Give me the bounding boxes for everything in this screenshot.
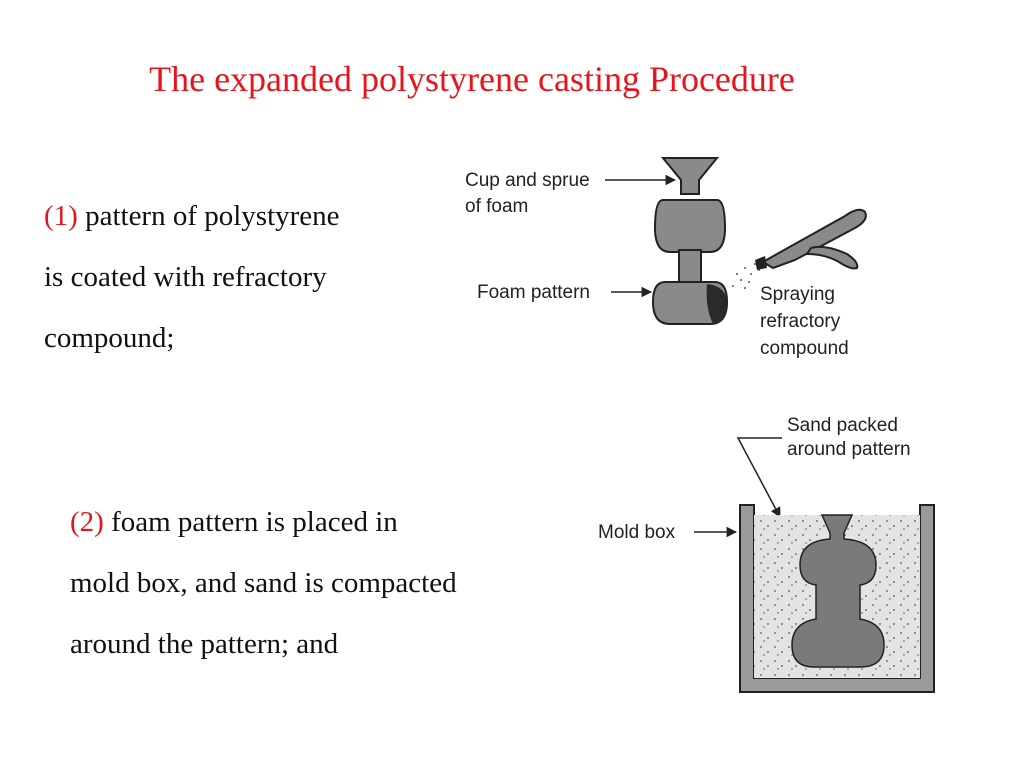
step1-number: (1) (44, 200, 78, 232)
step2-text: (2) foam pattern is placed in mold box, … (70, 506, 570, 686)
step2-line-1: (2) foam pattern is placed in (70, 506, 398, 539)
spraying-label-line1: Spraying (760, 284, 835, 305)
cup-sprue-label-line1: Cup and sprue (465, 170, 590, 191)
coating-patch (706, 284, 727, 324)
spraying-label-line3: compound (760, 338, 849, 359)
foam-pattern-label: Foam pattern (477, 282, 590, 303)
spray-mist (732, 263, 760, 289)
step2-line-3: around the pattern; and (70, 628, 339, 660)
step1-line-1-text: pattern of polystyrene (85, 200, 340, 232)
cup-sprue-label-line2: of foam (465, 196, 528, 217)
step1-line-1: (1) pattern of polystyrene (44, 200, 340, 233)
mold-box-figure: Sand packed around pattern Mold box (598, 415, 935, 693)
step1-line-3: compound; (44, 322, 175, 354)
buried-pattern-shape (791, 514, 885, 668)
step1-line-2: is coated with refractory (44, 261, 327, 293)
neck-shape (678, 249, 702, 283)
sand-packed-label-line2: around pattern (787, 439, 911, 460)
spraying-label-line2: refractory (760, 311, 841, 332)
sand-packed-label-line1: Sand packed (787, 415, 898, 436)
step2-line-2: mold box, and sand is compacted (70, 567, 457, 599)
step2-number: (2) (70, 506, 104, 538)
upper-bulb-shape (653, 199, 727, 253)
sand-arrow (736, 437, 782, 518)
foam-pattern-figure: Cup and sprue of foam Foam pattern Spray… (465, 157, 867, 359)
cup-shape (660, 157, 720, 195)
step1-text: (1) pattern of polystyrene is coated wit… (44, 200, 444, 380)
slide-title: The expanded polystyrene casting Procedu… (149, 59, 795, 99)
step2-line-1-text: foam pattern is placed in (111, 506, 398, 538)
spray-gun-icon (755, 208, 867, 270)
mold-box-label: Mold box (598, 522, 676, 543)
